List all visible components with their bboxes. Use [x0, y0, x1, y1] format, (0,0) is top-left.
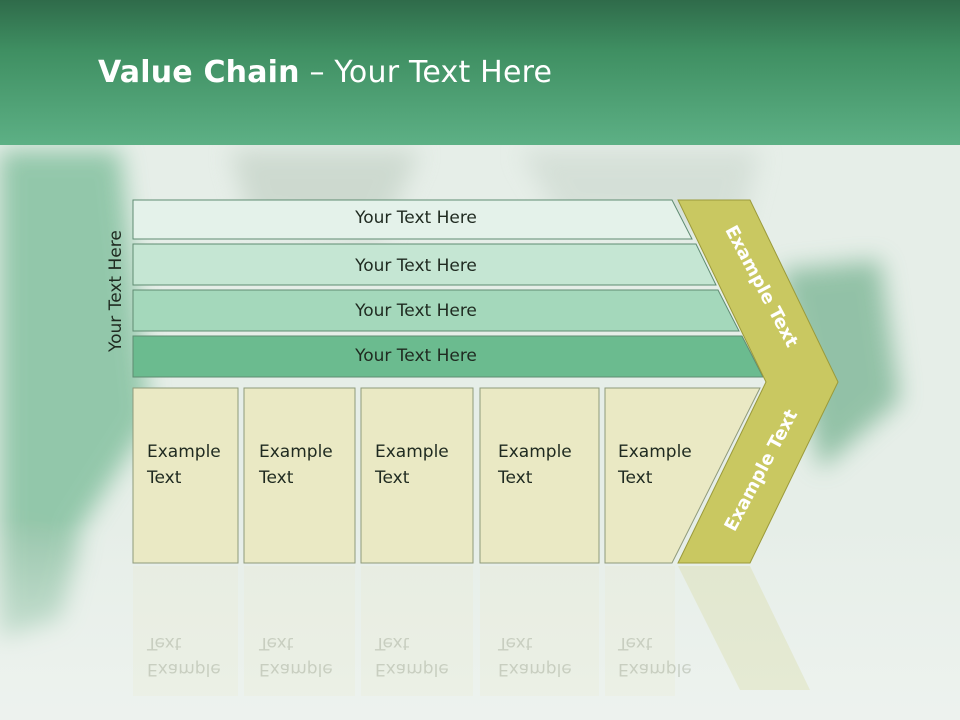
slide-title: Value Chain – Your Text Here: [98, 55, 552, 90]
slide-title-rest: – Your Text Here: [299, 55, 553, 90]
slide-title-bold: Value Chain: [98, 55, 300, 90]
reflection: [133, 566, 810, 696]
reflection-box-3: [361, 566, 473, 696]
activity-label-5: Example Text: [618, 442, 692, 488]
row-band-3: [132, 289, 740, 332]
reflection-box-1: [133, 566, 238, 696]
activity-label-1: Example Text: [147, 442, 221, 488]
activity-box-2: [243, 387, 356, 564]
side-axis-label: Your Text Here: [106, 230, 126, 352]
row-band-1: [132, 199, 693, 240]
activity-label-3: Example Text: [375, 442, 449, 488]
row-label-4: Your Text Here: [355, 346, 477, 366]
title-bar: Value Chain – Your Text Here: [0, 0, 960, 145]
margin-arrow: [677, 199, 839, 564]
reflection-label-1: Example Text: [147, 633, 221, 679]
reflection-arrow: [678, 566, 810, 690]
row-band-2: [132, 243, 717, 286]
row-label-3: Your Text Here: [355, 301, 477, 321]
row-label-2: Your Text Here: [355, 256, 477, 276]
activity-box-5: [604, 387, 761, 564]
row-label-1: Your Text Here: [355, 208, 477, 228]
row-band-4: [132, 335, 764, 378]
activity-label-2: Example Text: [259, 442, 333, 488]
activity-label-4: Example Text: [498, 442, 572, 488]
activity-box-3: [360, 387, 474, 564]
reflection-box-2: [244, 566, 355, 696]
activity-box-4: [479, 387, 600, 564]
activity-box-1: [132, 387, 239, 564]
reflection-box-4: [480, 566, 599, 696]
reflection-label-4: Example Text: [498, 633, 572, 679]
reflection-box-5: [605, 566, 675, 696]
reflection-label-3: Example Text: [375, 633, 449, 679]
reflection-label-2: Example Text: [259, 633, 333, 679]
reflection-label-5: Example Text: [618, 633, 692, 679]
